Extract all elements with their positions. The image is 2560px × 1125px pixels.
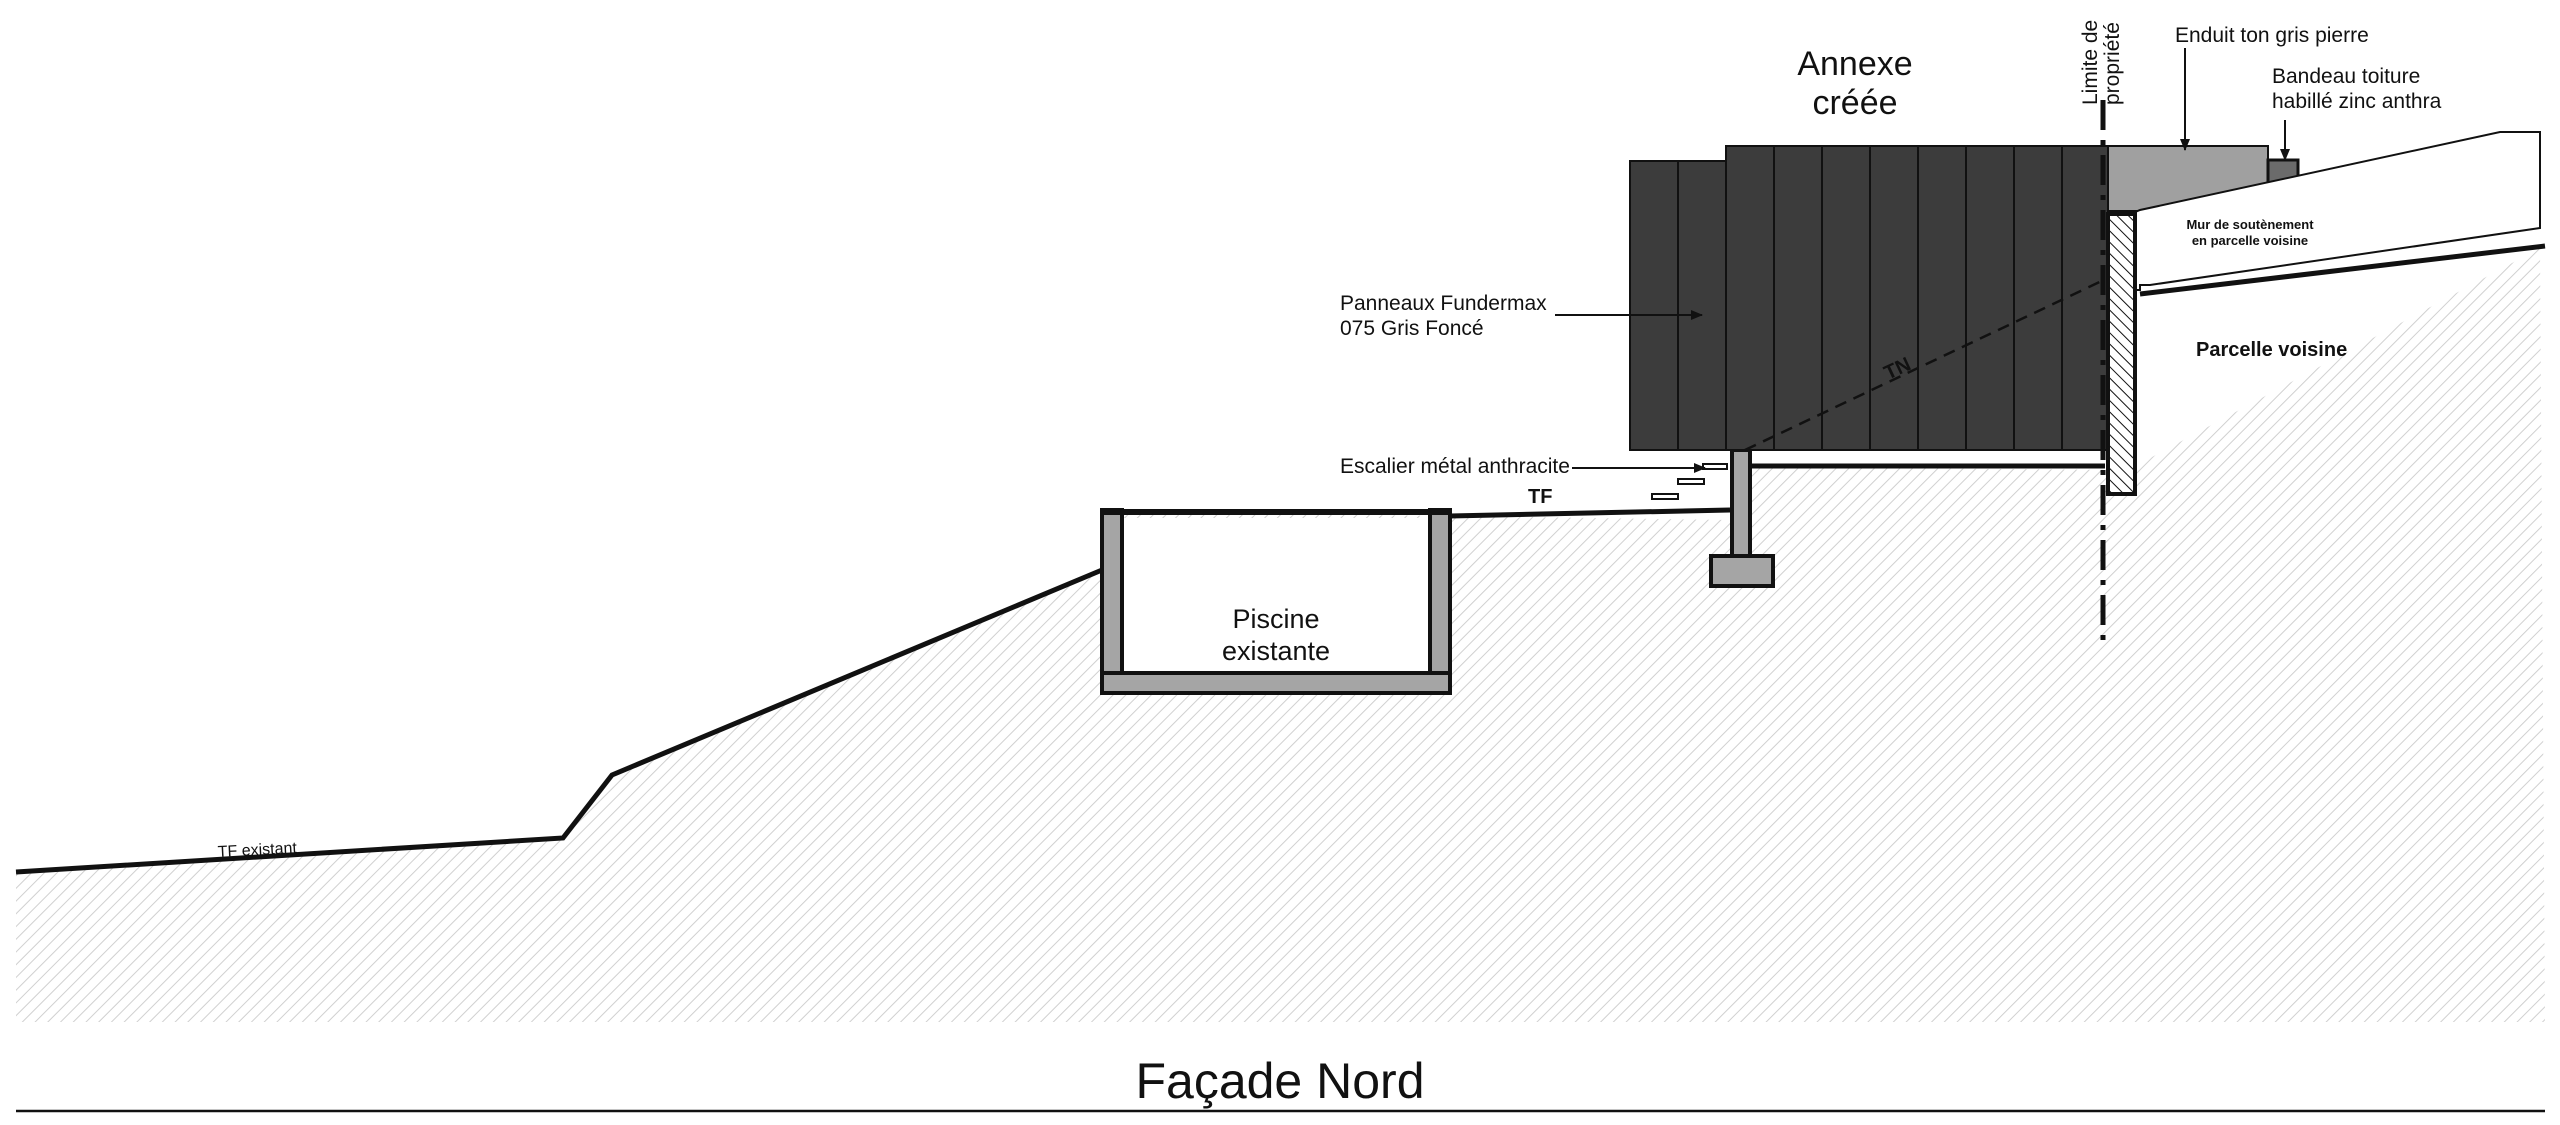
label-limite-propriete: Limite de propriété <box>2079 20 2124 105</box>
panel <box>1773 145 1823 451</box>
label-mur-2: en parcelle voisine <box>2192 233 2308 248</box>
pool-interior <box>1122 518 1430 673</box>
stair-tread <box>1651 493 1679 500</box>
label-panneaux-2: 075 Gris Foncé <box>1340 317 1484 340</box>
panel <box>1629 160 1679 451</box>
label-piscine: Piscine <box>1232 604 1319 634</box>
panel <box>1869 145 1919 451</box>
label-mur: Mur de soutènement <box>2186 217 2314 232</box>
label-existante: existante <box>1222 636 1330 666</box>
panel <box>1677 160 1727 451</box>
svg-text:propriété: propriété <box>2101 22 2124 105</box>
label-escalier: Escalier métal anthracite <box>1340 455 1570 478</box>
panel <box>1725 145 1775 451</box>
terrain-neighbour <box>2139 243 2546 297</box>
boundary-wall <box>2106 212 2137 496</box>
label-panneaux: Panneaux Fundermax <box>1340 292 1547 315</box>
pillar <box>1730 448 1752 562</box>
drawing-title: Façade Nord <box>1135 1053 1424 1109</box>
panel <box>1821 145 1871 451</box>
panel <box>1917 145 1967 451</box>
label-parcelle-voisine: Parcelle voisine <box>2196 339 2347 361</box>
tn-line <box>1744 276 2109 452</box>
stair-tread <box>1677 478 1705 485</box>
label-tf: TF <box>1528 486 1552 508</box>
panel <box>1965 145 2015 451</box>
panel <box>2061 145 2109 451</box>
pool-wall-left <box>1100 508 1124 685</box>
annex-panels <box>1629 145 2109 451</box>
pillar-footing <box>1709 554 1775 588</box>
stair-tread <box>1702 463 1728 470</box>
label-tf-existant: TF existant <box>217 840 297 861</box>
pool-wall-right <box>1428 508 1452 685</box>
label-creee: créée <box>1812 84 1897 122</box>
pool-slab <box>1100 671 1452 695</box>
label-annexe: Annexe <box>1797 45 1912 83</box>
panel <box>2013 145 2063 451</box>
label-bandeau: Bandeau toiture <box>2272 65 2420 88</box>
label-bandeau-2: habillé zinc anthra <box>2272 90 2442 113</box>
tf-existant-line <box>15 567 1103 875</box>
tf-line <box>1449 507 1731 519</box>
label-enduit: Enduit ton gris pierre <box>2175 24 2369 47</box>
svg-text:Limite de: Limite de <box>2079 20 2102 105</box>
